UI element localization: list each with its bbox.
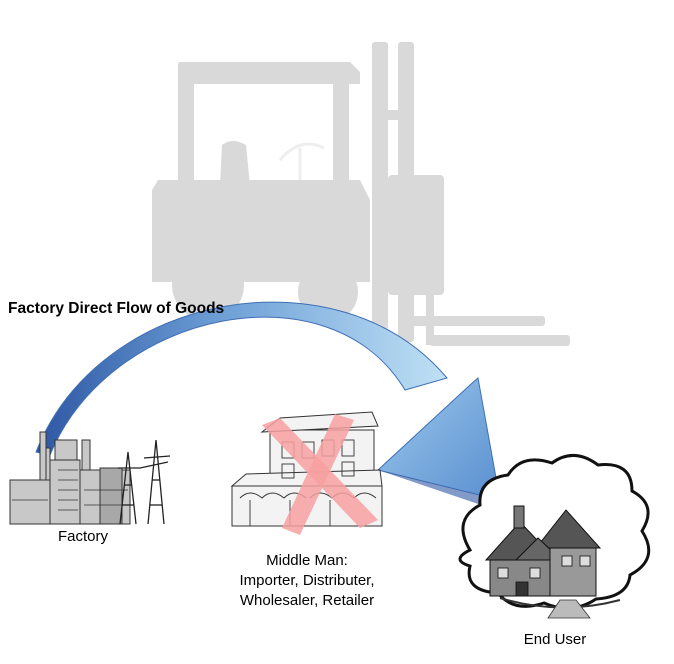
diagram-title: Factory Direct Flow of Goods — [8, 300, 225, 317]
middle-man-label-line: Wholesaler, Retailer — [239, 592, 375, 609]
factory-label: Factory — [57, 528, 108, 545]
end-user-label: End User — [523, 631, 587, 648]
middle-man-label: Middle Man: Importer, Distributer, Whole… — [212, 551, 402, 611]
middle-man-label-line: Middle Man: — [266, 552, 348, 569]
crossed-out-mark — [262, 414, 378, 535]
middle-man-label-line: Importer, Distributer, — [239, 572, 375, 589]
